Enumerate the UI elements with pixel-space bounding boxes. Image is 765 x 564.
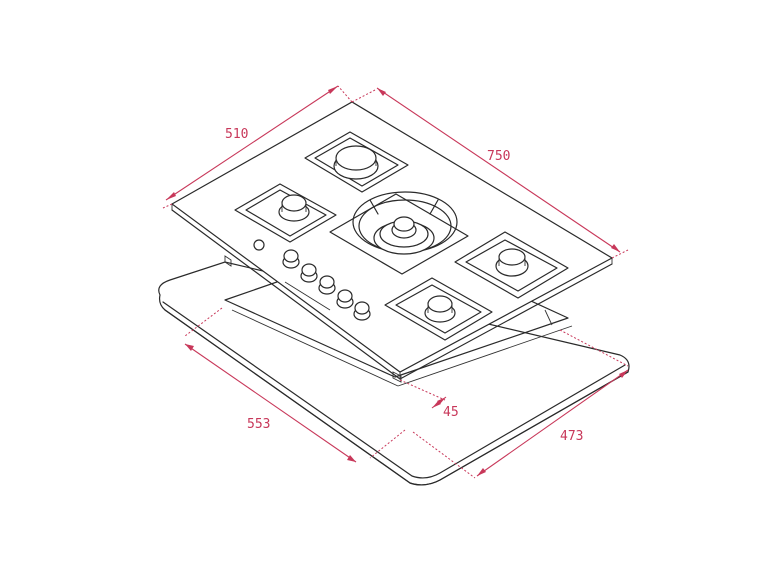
burner-right xyxy=(495,248,529,277)
dimension-label-edge-offset: 45 xyxy=(443,405,459,420)
dimension-510: 510 xyxy=(162,85,353,209)
ignition-button xyxy=(253,239,265,251)
knob-2 xyxy=(300,263,318,283)
knob-4 xyxy=(336,289,354,309)
dimension-750: 750 xyxy=(351,87,629,259)
dimension-label-width: 750 xyxy=(487,149,510,164)
burner-left xyxy=(278,194,310,222)
burner-front-right xyxy=(424,295,456,323)
dimension-45: 45 xyxy=(399,379,459,420)
knob-5 xyxy=(353,301,371,321)
dimension-label-cutout-depth: 473 xyxy=(560,429,583,444)
dimension-label-cutout-width: 553 xyxy=(247,417,270,432)
control-knobs xyxy=(253,239,371,321)
dimension-553: 553 xyxy=(184,307,406,463)
dimension-label-depth: 510 xyxy=(225,127,248,142)
burner-rear-left xyxy=(333,145,379,180)
burner-wok xyxy=(352,191,458,255)
dimension-473: 473 xyxy=(412,329,629,479)
countertop xyxy=(158,239,630,486)
knob-1 xyxy=(282,249,300,269)
burners xyxy=(278,145,529,323)
knob-3 xyxy=(318,275,336,295)
